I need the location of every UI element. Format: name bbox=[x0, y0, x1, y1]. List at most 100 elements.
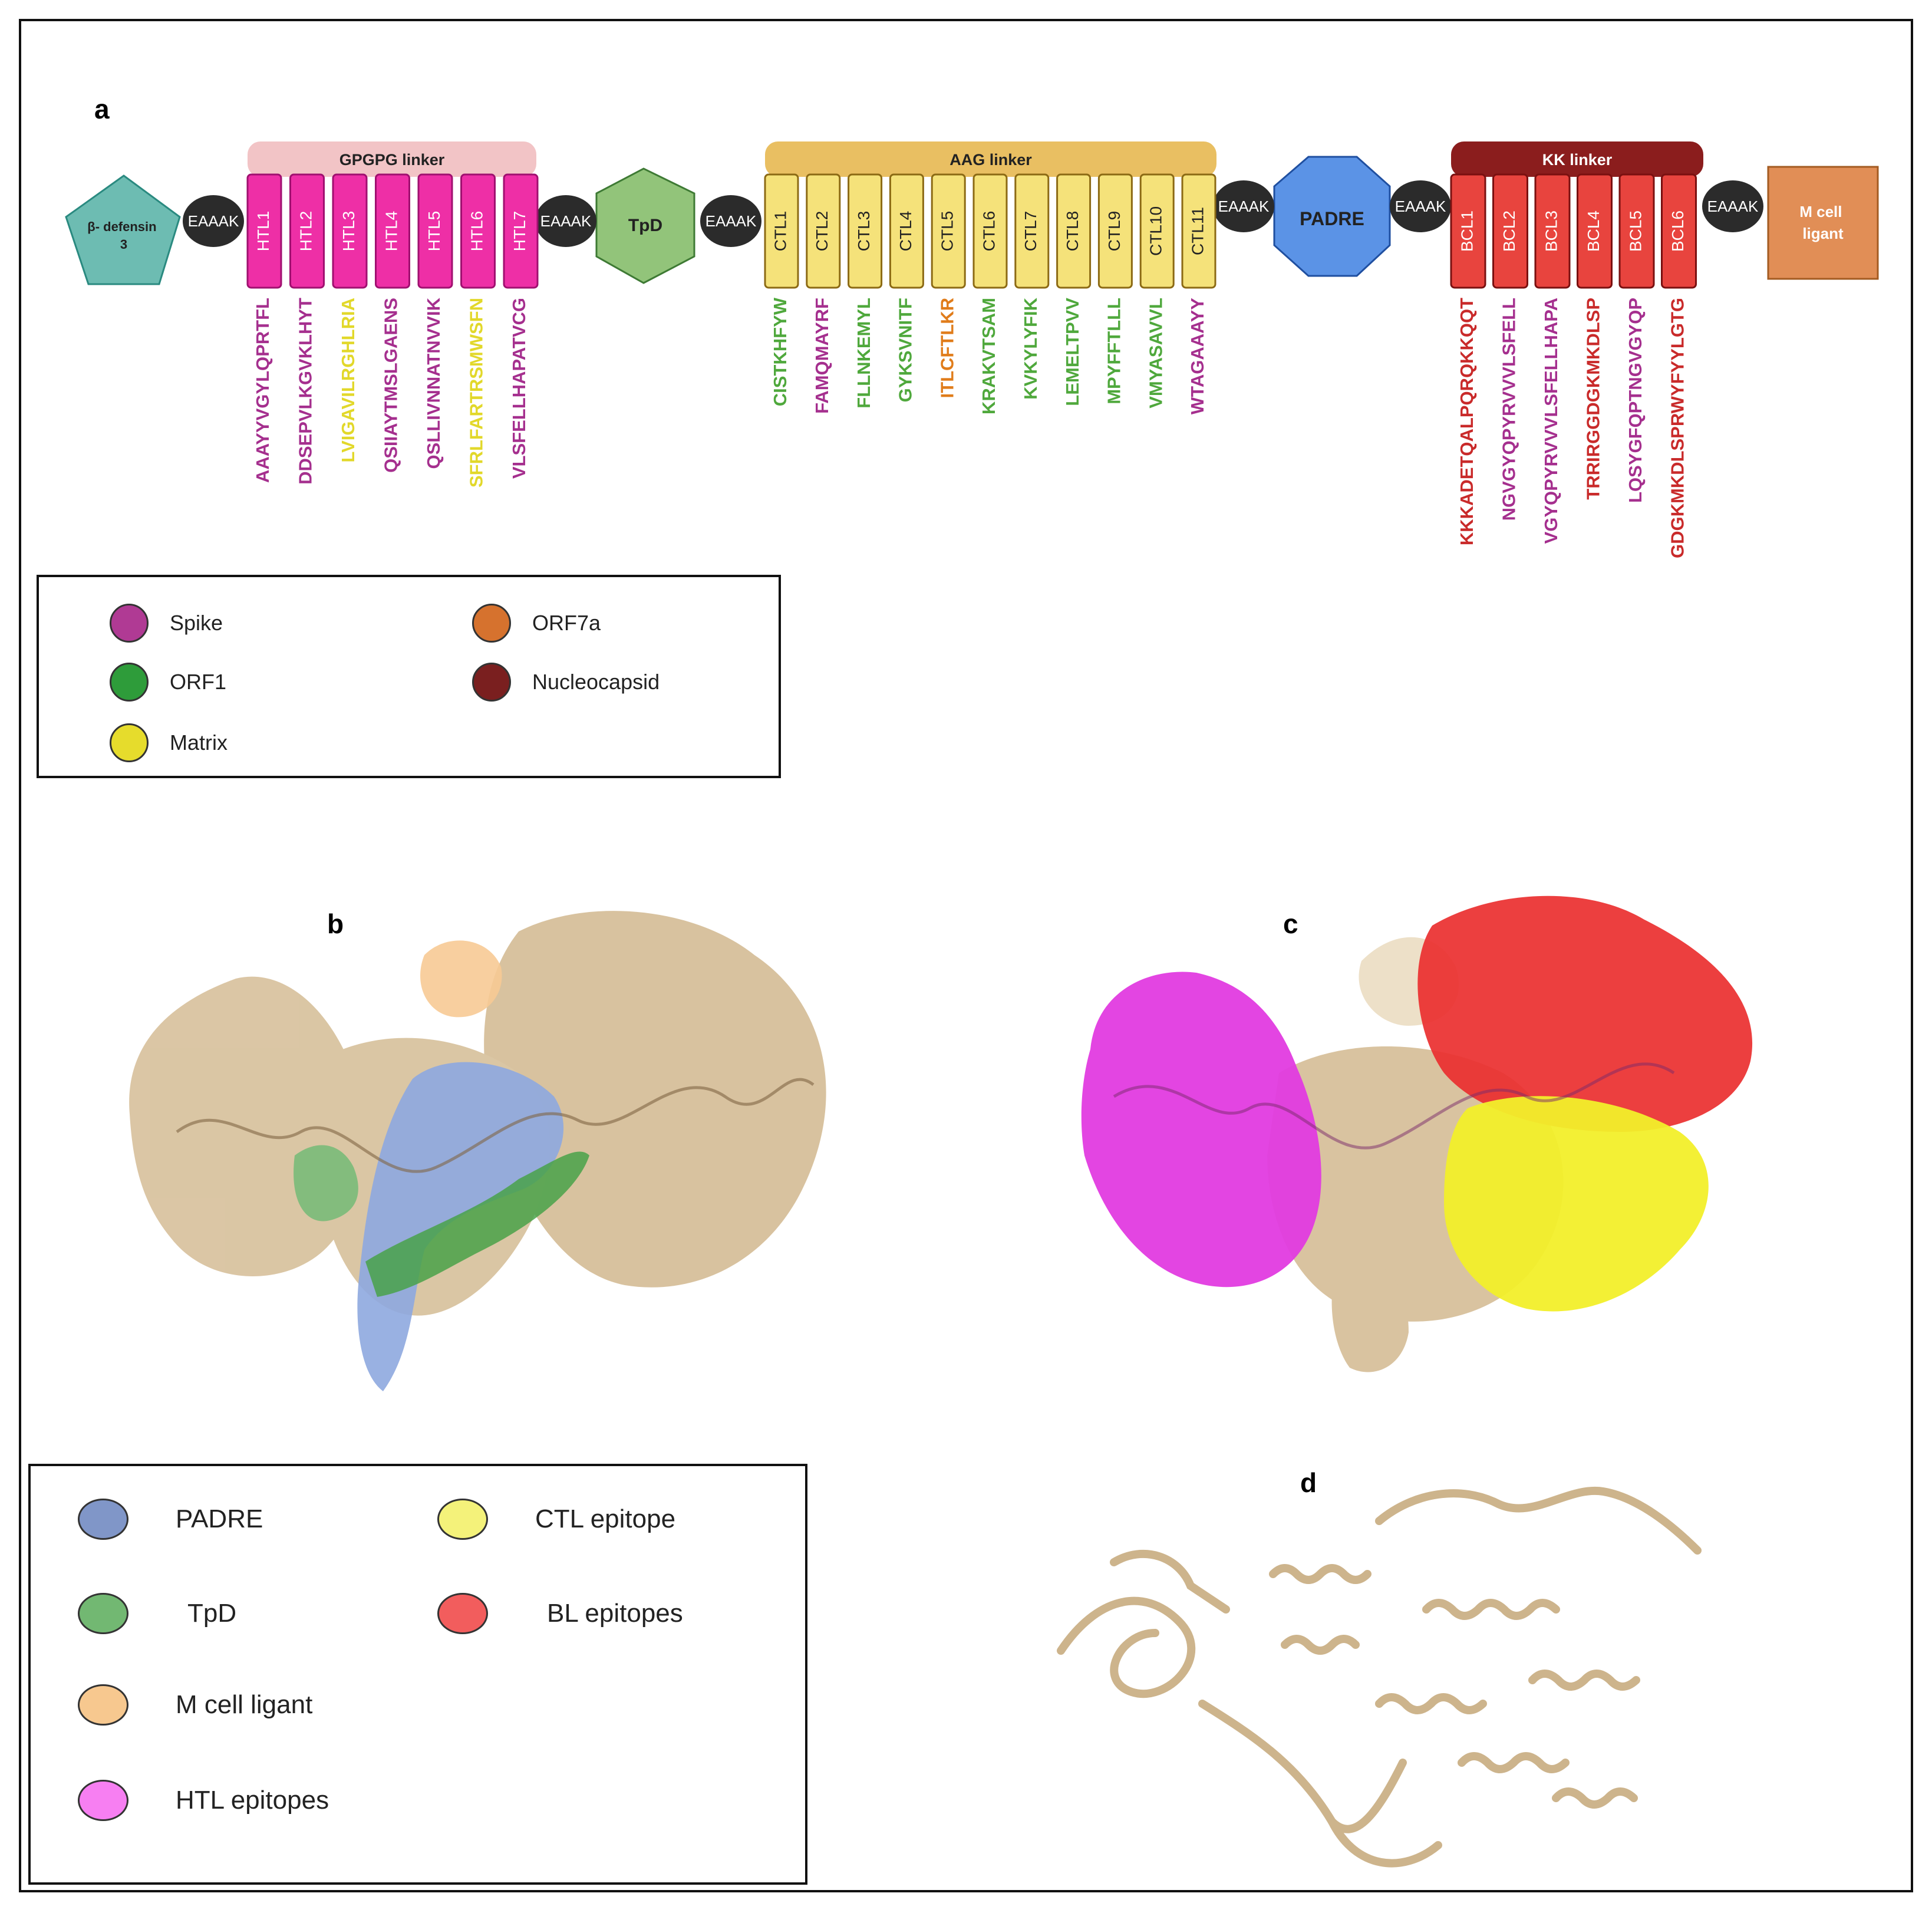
svg-text:HTL7: HTL7 bbox=[510, 211, 529, 251]
svg-text:CTL6: CTL6 bbox=[980, 211, 998, 251]
structure-panel-d bbox=[1057, 1486, 1702, 1868]
ctl-linker-band bbox=[765, 141, 1216, 177]
legend-swatch bbox=[78, 1593, 128, 1634]
source-legend-item: ORF1 bbox=[110, 663, 226, 702]
htl-sequence: VLSFELLHAPATVCG bbox=[509, 298, 529, 479]
svg-text:BCL3: BCL3 bbox=[1542, 210, 1560, 252]
ctl-sequence: KVKYLYFIK bbox=[1020, 297, 1041, 399]
eaaak-linker: EAAAK bbox=[183, 195, 244, 247]
svg-text:CTL2: CTL2 bbox=[813, 211, 831, 251]
htl-linker-band bbox=[248, 141, 536, 177]
source-legend-item: ORF7a bbox=[472, 604, 601, 643]
bcl-sequence: NGVGYQPYRVVVLSFELL bbox=[1499, 298, 1519, 521]
svg-text:CTL8: CTL8 bbox=[1063, 211, 1082, 251]
bcl-epitope-box: BCL4 bbox=[1577, 173, 1613, 289]
defensin-label: β- defensin 3 bbox=[87, 219, 160, 252]
ribbon-top-loops bbox=[1375, 1486, 1702, 1555]
legend-label: CTL epitope bbox=[535, 1504, 676, 1533]
ctl-sequence: CISTKHFYW bbox=[770, 297, 790, 406]
ctl-epitope-box: CTL2 bbox=[806, 173, 841, 289]
source-legend-item: Spike bbox=[110, 604, 223, 643]
svg-text:EAAAK: EAAAK bbox=[1218, 197, 1270, 215]
backbone-trace bbox=[1113, 1062, 1675, 1150]
tpd-hexagon bbox=[595, 167, 695, 284]
ribbon-linker-1 bbox=[1198, 1700, 1407, 1833]
ctl-sequence: WTAGAAAYY bbox=[1187, 298, 1208, 414]
svg-text:BCL1: BCL1 bbox=[1458, 210, 1476, 252]
legend-swatch bbox=[110, 604, 149, 643]
svg-text:EAAAK: EAAAK bbox=[188, 212, 239, 230]
bcl-epitope-box: BCL2 bbox=[1492, 173, 1528, 289]
ribbon-loop-left bbox=[1057, 1596, 1196, 1698]
ctl-sequence: LEMELTPVV bbox=[1062, 298, 1083, 406]
structure-legend-item: M cell ligant bbox=[78, 1684, 312, 1726]
legend-label: HTL epitopes bbox=[176, 1786, 329, 1815]
legend-swatch bbox=[110, 723, 149, 762]
htl-epitope-box: HTL6 bbox=[460, 173, 496, 289]
figure-frame bbox=[19, 19, 1913, 1892]
structure-panel-b bbox=[129, 911, 826, 1391]
bcl-sequence: LQSYGFQPTNGVGYQP bbox=[1625, 298, 1646, 503]
bcl-epitope-box: BCL6 bbox=[1661, 173, 1697, 289]
svg-text:BCL6: BCL6 bbox=[1669, 210, 1687, 252]
bcl-epitope-box: BCL5 bbox=[1618, 173, 1655, 289]
bcl-sequence: GDGKMKDLSPRWYFYYLGTG bbox=[1667, 298, 1688, 558]
ctl-epitope-box: CTL6 bbox=[972, 173, 1008, 289]
legend-swatch bbox=[110, 663, 149, 702]
svg-text:HTL2: HTL2 bbox=[296, 211, 315, 251]
legend-label: Matrix bbox=[170, 730, 228, 755]
ribbon-helix-3 bbox=[1375, 1693, 1487, 1714]
htl-epitope-box: HTL7 bbox=[503, 173, 539, 289]
panel-label-d: d bbox=[1300, 1467, 1317, 1498]
legend-swatch bbox=[472, 663, 511, 702]
bcl-epitope-box: BCL3 bbox=[1534, 173, 1571, 289]
ctl-epitope-box: CTL10 bbox=[1139, 173, 1175, 289]
svg-text:HTL5: HTL5 bbox=[425, 211, 443, 251]
ctl-sequence: GYKSVNITF bbox=[895, 298, 916, 402]
bcl-sequence: VGYQPYRVVVLSFELLHAPA bbox=[1541, 298, 1561, 544]
bcl-epitope-box: BCL1 bbox=[1450, 173, 1486, 289]
svg-text:HTL6: HTL6 bbox=[467, 211, 486, 251]
ctl-sequence: FLLNKEMYL bbox=[853, 298, 874, 409]
padre-label: PADRE bbox=[1300, 208, 1364, 229]
bcl-sequence: TRRIRGGDGKMKDLSP bbox=[1583, 298, 1604, 500]
mcell-box bbox=[1767, 166, 1879, 280]
tpd-label: TpD bbox=[628, 216, 662, 235]
htl-sequence: DDSEPVLKGVKLHYT bbox=[295, 298, 316, 485]
svg-text:HTL3: HTL3 bbox=[339, 211, 358, 251]
mcell-label: M cell ligant bbox=[1799, 203, 1846, 242]
legend-label: ORF7a bbox=[532, 611, 601, 635]
ribbon-helix-2 bbox=[1281, 1635, 1360, 1655]
svg-text:CTL7: CTL7 bbox=[1021, 211, 1040, 251]
htl-sequence: AAAYYVGYLQPRTFL bbox=[252, 298, 273, 483]
eaaak-linker: EAAAK bbox=[1702, 180, 1763, 232]
eaaak-linker: EAAAK bbox=[535, 195, 596, 247]
eaaak-linker: EAAAK bbox=[1390, 180, 1451, 232]
ctl-epitope-box: CTL11 bbox=[1181, 173, 1216, 289]
ctl-epitope-box: CTL7 bbox=[1014, 173, 1050, 289]
legend-swatch bbox=[78, 1684, 128, 1726]
legend-swatch bbox=[78, 1499, 128, 1540]
htl-epitope-box: HTL4 bbox=[375, 173, 410, 289]
ctl-epitope-box: CTL4 bbox=[889, 173, 924, 289]
htl-sequence: QSLLIVNNATNVVIK bbox=[423, 297, 444, 469]
legend-label: ORF1 bbox=[170, 670, 227, 694]
htl-epitope-box: HTL5 bbox=[417, 173, 453, 289]
ctl-epitope-box: CTL3 bbox=[848, 173, 883, 289]
bcl-linker-band bbox=[1451, 141, 1703, 177]
ctl-epitope-box: CTL1 bbox=[764, 173, 799, 289]
tpd-region-2 bbox=[365, 1151, 589, 1297]
legend-label: Spike bbox=[170, 611, 223, 635]
ribbon-sheet bbox=[1110, 1550, 1230, 1614]
svg-text:CTL4: CTL4 bbox=[896, 211, 915, 251]
svg-text:CTL9: CTL9 bbox=[1105, 211, 1123, 251]
ctl-sequence: VMYASAVVL bbox=[1145, 298, 1166, 409]
structure-legend-item: CTL epitope bbox=[437, 1499, 675, 1540]
legend-label: Nucleocapsid bbox=[532, 670, 660, 694]
htl-epitope-box: HTL1 bbox=[246, 173, 282, 289]
ribbon-helix-5 bbox=[1458, 1752, 1570, 1773]
ribbon-helix-7 bbox=[1552, 1787, 1638, 1809]
ctl-linker-label: AAG linker bbox=[949, 151, 1032, 169]
ctl-epitope-box: CTL5 bbox=[931, 173, 966, 289]
